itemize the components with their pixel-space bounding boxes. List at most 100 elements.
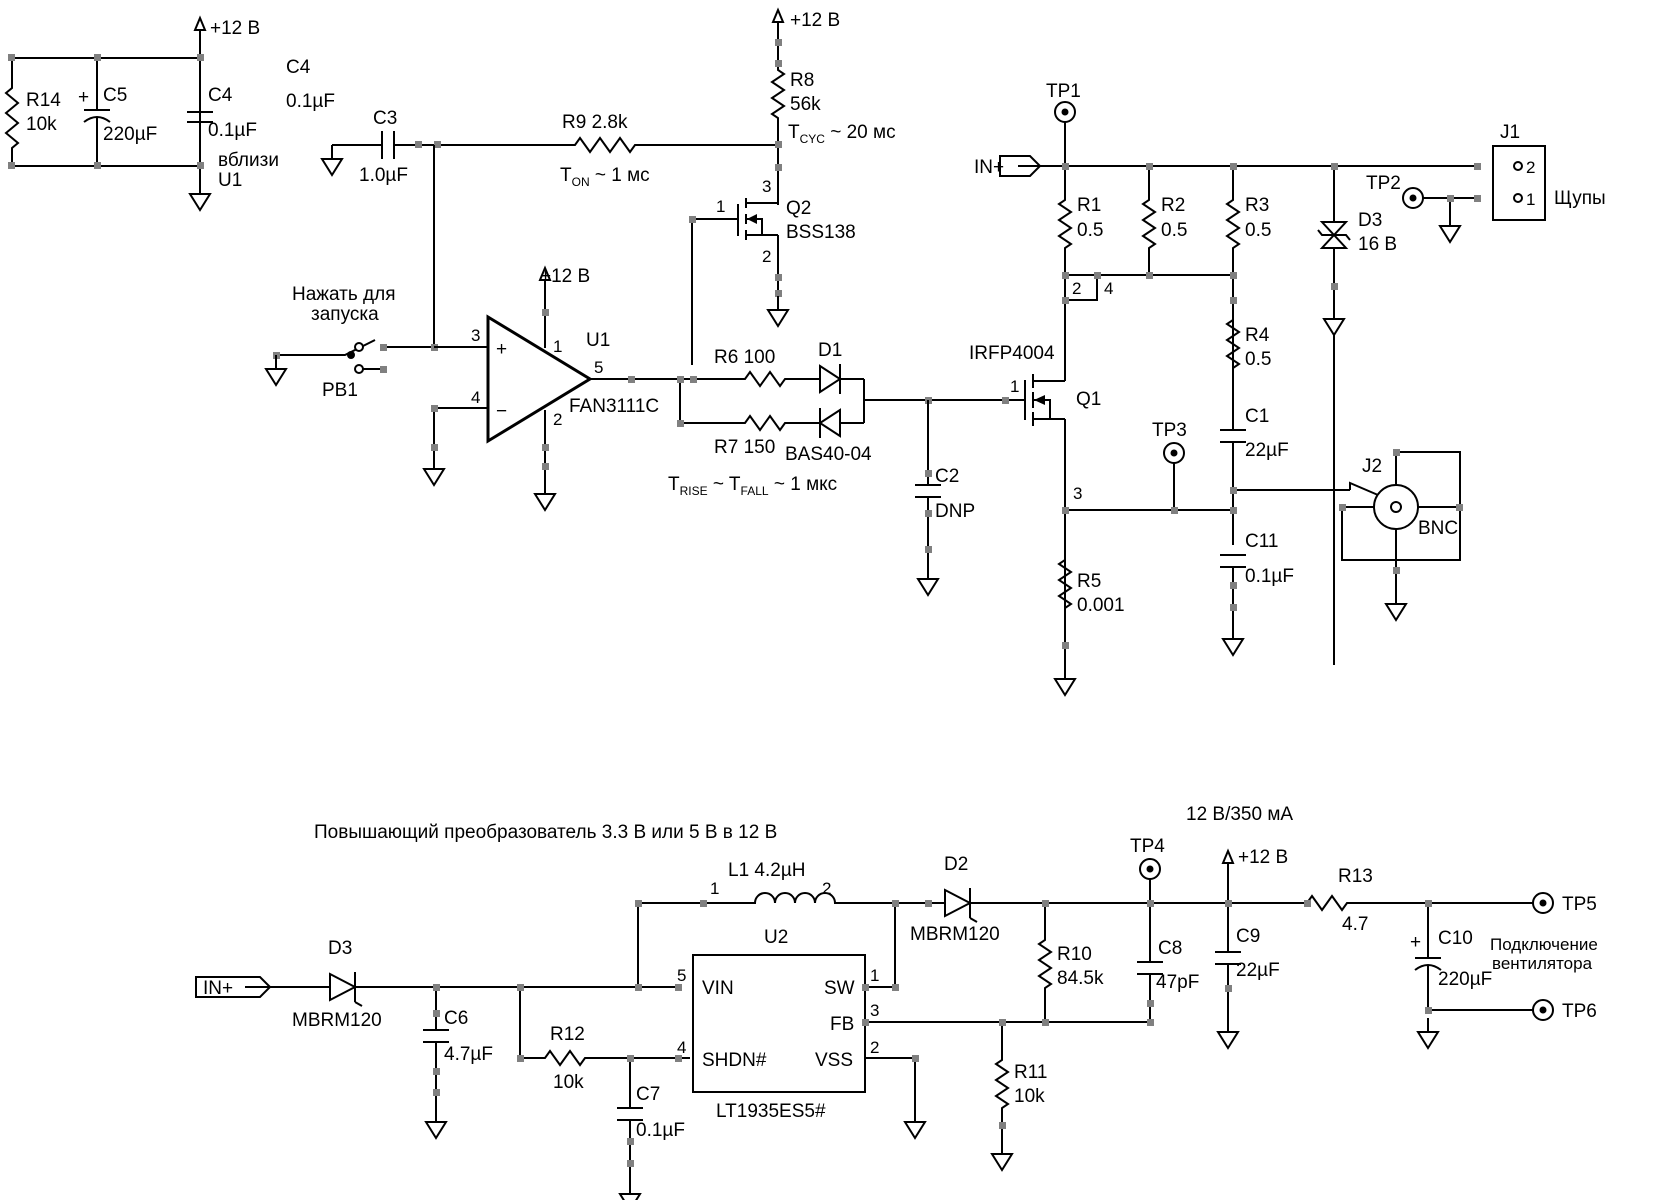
r8-value: 56k [790, 94, 821, 115]
c8-value: 47pF [1156, 972, 1199, 993]
u1-minus: − [496, 401, 507, 422]
c2-label: C2 [935, 466, 959, 487]
u1-pin5: 5 [594, 358, 603, 377]
d3-top-label: D3 [1358, 210, 1382, 231]
tp3-label: TP3 [1152, 420, 1187, 441]
c9-value: 22µF [1236, 960, 1280, 981]
fan-label-2: вентилятора [1492, 954, 1593, 973]
boost-title: Повышающий преобразователь 3.3 В или 5 В… [314, 822, 777, 843]
q2-pin1: 1 [716, 197, 725, 216]
u1-pin1: 1 [553, 337, 562, 356]
supply-decoupling: +12 В R14 10k + C5 220µF C4 0.1µF вблизи… [4, 17, 335, 211]
u2-part: LT1935ES5# [716, 1101, 826, 1122]
c7-label: C7 [636, 1084, 660, 1105]
c5-label: C5 [103, 85, 127, 106]
c10-value: 220µF [1438, 969, 1492, 990]
pb1-label: PB1 [322, 380, 358, 401]
r11-value: 10k [1014, 1086, 1045, 1107]
r1-label: R1 [1077, 195, 1101, 216]
u2-label: U2 [764, 927, 788, 948]
plus12-boost-label: +12 В [1238, 847, 1288, 868]
probes-label: Щупы [1554, 188, 1606, 209]
in-plus-bottom-label: IN+ [203, 978, 233, 999]
u1-part: FAN3111C [569, 396, 659, 417]
power-stage-nodes [1062, 163, 1338, 649]
q1-label: Q1 [1076, 389, 1101, 410]
r4-label: R4 [1245, 325, 1270, 346]
fan-label-1: Подключение [1490, 935, 1598, 954]
c1-value: 22µF [1245, 440, 1289, 461]
c10-label: C10 [1438, 928, 1473, 949]
d2-part: MBRM120 [910, 924, 1000, 945]
gate-resistors: R6 100 R7 150 D1 BAS40-04 TRISE ~ TFALL … [668, 340, 1005, 596]
r7-label: R7 150 [714, 437, 775, 458]
tp6-label: TP6 [1562, 1001, 1597, 1022]
d1-label: D1 [818, 340, 842, 361]
r2-value: 0.5 [1161, 220, 1187, 241]
c9-label: C9 [1236, 926, 1260, 947]
r14-value: 10k [26, 114, 57, 135]
r4-value: 0.5 [1245, 349, 1271, 370]
tcyc-label: TCYC ~ 20 мс [788, 122, 896, 146]
r10-value: 84.5k [1057, 968, 1104, 989]
u2-vss: VSS [815, 1050, 853, 1071]
r3-label: R3 [1245, 195, 1269, 216]
u2-pin4: 4 [677, 1038, 686, 1057]
r12-value: 10k [553, 1072, 584, 1093]
d2-label: D2 [944, 854, 968, 875]
c11-value: 0.1µF [1245, 566, 1294, 587]
l1-label: L1 4.2µH [728, 860, 806, 881]
r6-label: R6 100 [714, 347, 775, 368]
q1-pin2: 2 [1072, 279, 1081, 298]
boost-nodes [433, 900, 1432, 1167]
bnc-label: BNC [1418, 518, 1458, 539]
u1-pin3: 3 [471, 326, 480, 345]
in-plus-top-label: IN+ [974, 157, 1004, 178]
plus12-label: +12 В [210, 18, 260, 39]
u2-pin5: 5 [677, 966, 686, 985]
c8-label: C8 [1158, 938, 1182, 959]
u1-pin4: 4 [471, 388, 480, 407]
r14-label: R14 [26, 90, 61, 111]
q2-pin2: 2 [762, 247, 771, 266]
c5-plus-sign: + [78, 87, 89, 108]
ton-label: TON ~ 1 мс [560, 165, 650, 189]
j2-label: J2 [1362, 456, 1382, 477]
c2-value: DNP [935, 501, 975, 522]
r10-label: R10 [1057, 944, 1092, 965]
u2-shdn: SHDN# [702, 1050, 767, 1071]
r1-value: 0.5 [1077, 220, 1103, 241]
plus12-u1-label: +12 В [540, 266, 590, 287]
c10-plus-sign: + [1410, 932, 1421, 953]
r5-label: R5 [1077, 571, 1101, 592]
q2-pin3: 3 [762, 177, 771, 196]
j1-pin1: 1 [1526, 190, 1535, 209]
j1-label: J1 [1500, 122, 1520, 143]
c4-label: C4 [208, 85, 233, 106]
tp1-label: TP1 [1046, 81, 1081, 102]
q1-pin1: 1 [1010, 377, 1019, 396]
r8-label: R8 [790, 70, 814, 91]
u1-label: U1 [586, 330, 610, 351]
power-stage: IRFP4004 1 Q1 2 4 3 TP1 IN+ R1 0.5 R2 0.… [969, 81, 1606, 696]
c6-value: 4.7µF [444, 1044, 493, 1065]
u1-pin2: 2 [553, 410, 562, 429]
c3-value: 1.0µF [359, 165, 408, 186]
trigger-and-driver: Нажать для запуска PB1 3 4 + − 1 2 5 U1 … [265, 145, 680, 511]
l1-pin1: 1 [710, 879, 719, 898]
u2-pin3: 3 [870, 1001, 879, 1020]
trise-tfall-label: TRISE ~ TFALL ~ 1 мкс [668, 474, 837, 498]
c1-label: C1 [1245, 406, 1269, 427]
tp4-label: TP4 [1130, 836, 1165, 857]
c4-near-label: вблизи [218, 150, 279, 171]
q2-part: BSS138 [786, 222, 856, 243]
u2-vin: VIN [702, 978, 734, 999]
u2-sw: SW [824, 978, 855, 999]
r11-label: R11 [1014, 1062, 1047, 1083]
plus12-r8-label: +12 В [790, 10, 840, 31]
r3-value: 0.5 [1245, 220, 1271, 241]
d3-bottom-label: D3 [328, 938, 352, 959]
boost-converter: Повышающий преобразователь 3.3 В или 5 В… [195, 804, 1598, 1200]
c4-value: 0.1µF [208, 120, 257, 141]
